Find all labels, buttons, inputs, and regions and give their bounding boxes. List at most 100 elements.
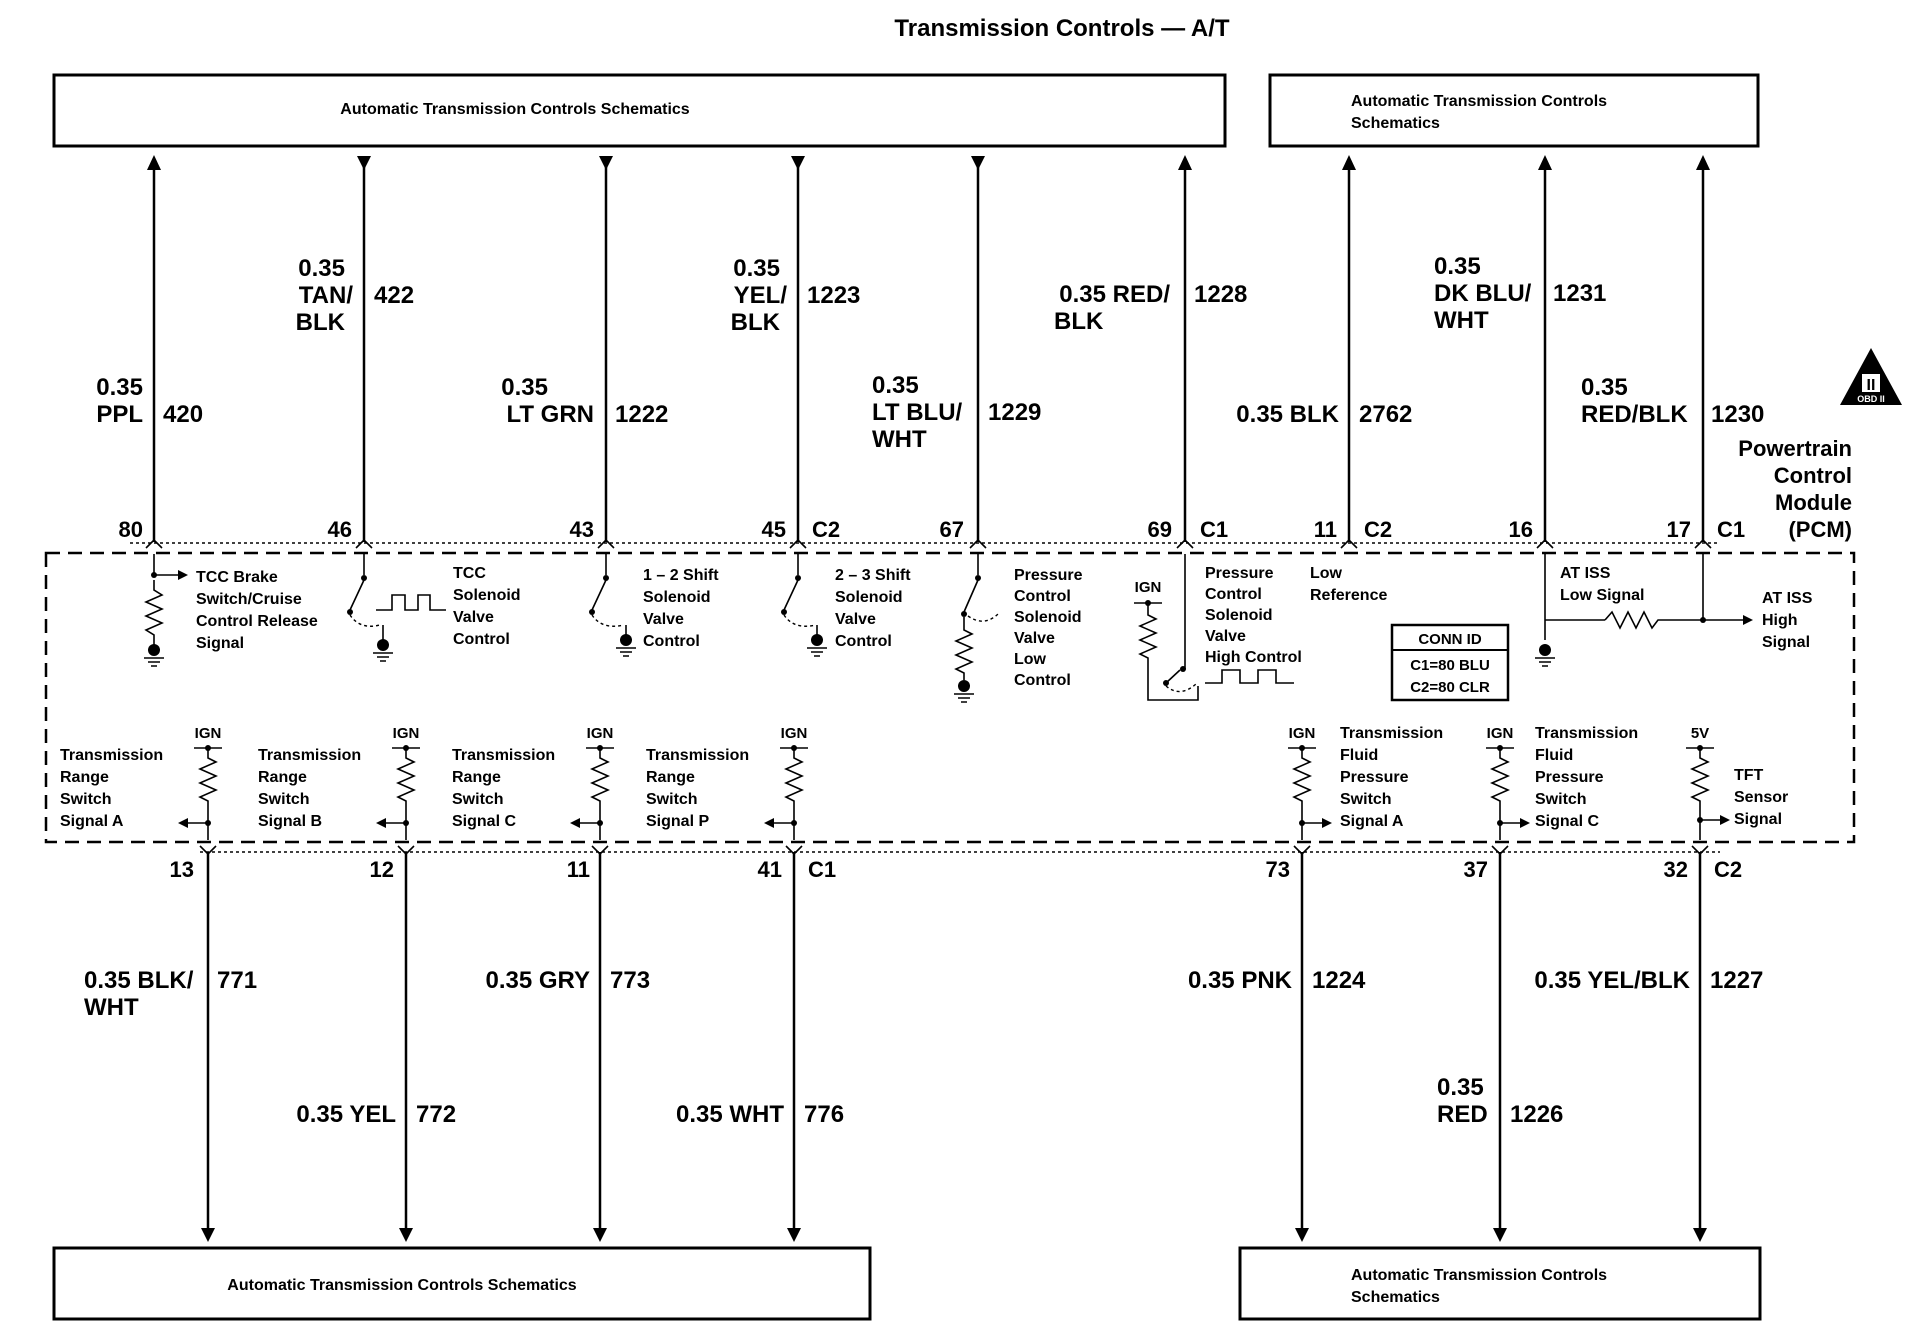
- svg-text:0.35: 0.35: [1581, 374, 1628, 401]
- svg-text:Control: Control: [1205, 586, 1262, 603]
- bottom-left-box: Automatic Transmission Controls Schemati…: [52, 1246, 872, 1321]
- svg-text:0.35 BLK: 0.35 BLK: [1236, 401, 1339, 428]
- svg-text:BLK: BLK: [296, 309, 346, 336]
- svg-text:0.35 GRY: 0.35 GRY: [486, 967, 591, 994]
- svg-text:1227: 1227: [1710, 967, 1763, 994]
- svg-text:Signal A: Signal A: [60, 813, 124, 830]
- at-iss-sensor: AT ISS Low Signal AT ISS High Signal: [1535, 554, 1813, 667]
- top-right-box: Automatic Transmission Controls Schemati…: [1268, 73, 1760, 148]
- svg-text:Control Release: Control Release: [196, 613, 318, 630]
- wire-773: 0.35 GRY 773 11: [486, 852, 650, 1242]
- svg-text:TCC: TCC: [453, 565, 486, 582]
- svg-text:1223: 1223: [807, 282, 860, 309]
- svg-text:(PCM): (PCM): [1788, 517, 1852, 542]
- svg-text:Pressure: Pressure: [1014, 567, 1083, 584]
- svg-text:C2: C2: [1714, 857, 1742, 882]
- svg-text:Signal: Signal: [1734, 811, 1782, 828]
- wire-1228: 0.35 RED/ BLK 1228 69 C1: [1054, 155, 1247, 542]
- svg-text:C1: C1: [808, 857, 836, 882]
- svg-text:32: 32: [1664, 857, 1688, 882]
- svg-text:Range: Range: [452, 769, 501, 786]
- svg-text:Pressure: Pressure: [1205, 565, 1274, 582]
- wire-1229: 0.35 LT BLU/ WHT 1229 67: [872, 156, 1041, 542]
- svg-text:Signal: Signal: [196, 635, 244, 652]
- top-left-box: Automatic Transmission Controls Schemati…: [52, 73, 1227, 148]
- svg-text:46: 46: [328, 517, 352, 542]
- svg-text:AT ISS: AT ISS: [1762, 590, 1813, 607]
- tcc-brake-switch: TCC Brake Switch/Cruise Control Release …: [144, 554, 318, 667]
- svg-text:Transmission: Transmission: [1535, 725, 1638, 742]
- pc-low-switch: Pressure Control Solenoid Valve Low Cont…: [954, 554, 1083, 703]
- svg-text:Control: Control: [1014, 672, 1071, 689]
- svg-text:Switch: Switch: [60, 791, 112, 808]
- svg-text:C2: C2: [1364, 517, 1392, 542]
- svg-text:Transmission: Transmission: [646, 747, 749, 764]
- svg-text:Schematics: Schematics: [1351, 1289, 1440, 1306]
- svg-text:IGN: IGN: [781, 725, 808, 742]
- svg-text:Pressure: Pressure: [1535, 769, 1604, 786]
- wire-1224: 0.35 PNK 1224 73: [1188, 852, 1366, 1242]
- svg-text:0.35 BLK/: 0.35 BLK/: [84, 967, 194, 994]
- svg-text:Signal A: Signal A: [1340, 813, 1404, 830]
- svg-text:Valve: Valve: [1205, 628, 1246, 645]
- svg-text:Schematics: Schematics: [1351, 115, 1440, 132]
- svg-text:IGN: IGN: [1487, 725, 1514, 742]
- svg-text:Range: Range: [646, 769, 695, 786]
- svg-text:Switch: Switch: [1340, 791, 1392, 808]
- trs-signal-c: IGN Transmission Range Switch Signal C: [452, 725, 614, 840]
- svg-text:43: 43: [570, 517, 594, 542]
- svg-text:Transmission: Transmission: [1340, 725, 1443, 742]
- pc-high-switch: IGN Pressure Control Solenoid Valve High…: [1134, 554, 1302, 701]
- svg-text:1230: 1230: [1711, 401, 1764, 428]
- svg-text:1226: 1226: [1510, 1101, 1563, 1128]
- svg-text:Automatic Transmission Control: Automatic Transmission Controls: [1351, 93, 1607, 110]
- svg-text:12: 12: [370, 857, 394, 882]
- wire-772: 0.35 YEL 772 12: [296, 852, 456, 1242]
- svg-text:Pressure: Pressure: [1340, 769, 1409, 786]
- svg-text:C1=80 BLU: C1=80 BLU: [1410, 657, 1490, 674]
- svg-text:Low Signal: Low Signal: [1560, 587, 1644, 604]
- wire-1226: 0.35 RED 1226 37: [1437, 852, 1563, 1242]
- svg-text:Switch: Switch: [1535, 791, 1587, 808]
- wire-1227: 0.35 YEL/BLK 1227 32 C2: [1534, 852, 1763, 1242]
- svg-text:WHT: WHT: [84, 994, 139, 1021]
- svg-text:0.35 YEL/BLK: 0.35 YEL/BLK: [1534, 967, 1690, 994]
- svg-text:C2: C2: [812, 517, 840, 542]
- svg-text:1231: 1231: [1553, 280, 1606, 307]
- svg-text:Solenoid: Solenoid: [1014, 609, 1082, 626]
- svg-text:C1: C1: [1200, 517, 1228, 542]
- svg-text:0.35: 0.35: [733, 255, 780, 282]
- svg-text:WHT: WHT: [1434, 307, 1489, 334]
- svg-text:69: 69: [1148, 517, 1172, 542]
- svg-text:Signal C: Signal C: [1535, 813, 1599, 830]
- svg-text:Control: Control: [453, 631, 510, 648]
- svg-text:Solenoid: Solenoid: [453, 587, 521, 604]
- svg-text:420: 420: [163, 401, 203, 428]
- pcm-boundary: [44, 551, 1856, 844]
- svg-text:5V: 5V: [1691, 725, 1709, 742]
- svg-text:Powertrain: Powertrain: [1738, 436, 1852, 461]
- tfp-signal-a: IGN Transmission Fluid Pressure Switch S…: [1288, 725, 1443, 840]
- svg-text:0.35 RED/: 0.35 RED/: [1059, 281, 1170, 308]
- svg-text:772: 772: [416, 1101, 456, 1128]
- svg-text:Signal P: Signal P: [646, 813, 709, 830]
- svg-text:Control: Control: [835, 633, 892, 650]
- svg-text:AT ISS: AT ISS: [1560, 565, 1611, 582]
- svg-text:Solenoid: Solenoid: [835, 589, 903, 606]
- svg-text:0.35: 0.35: [1434, 253, 1481, 280]
- svg-text:1 – 2 Shift: 1 – 2 Shift: [643, 567, 719, 584]
- svg-text:Control: Control: [1774, 463, 1852, 488]
- svg-text:PPL: PPL: [96, 401, 143, 428]
- wire-2762: 0.35 BLK 2762 11 C2: [1236, 155, 1412, 542]
- svg-text:73: 73: [1266, 857, 1290, 882]
- svg-text:Valve: Valve: [835, 611, 876, 628]
- connector-marks: [145, 538, 1712, 856]
- svg-text:0.35 PNK: 0.35 PNK: [1188, 967, 1293, 994]
- obd-ii-icon: II OBD II: [1840, 348, 1902, 405]
- svg-text:Control: Control: [1014, 588, 1071, 605]
- wire-422: 0.35 TAN/ BLK 422 46: [296, 156, 414, 542]
- svg-text:LT BLU/: LT BLU/: [872, 399, 963, 426]
- svg-text:2762: 2762: [1359, 401, 1412, 428]
- svg-text:BLK: BLK: [1054, 308, 1104, 335]
